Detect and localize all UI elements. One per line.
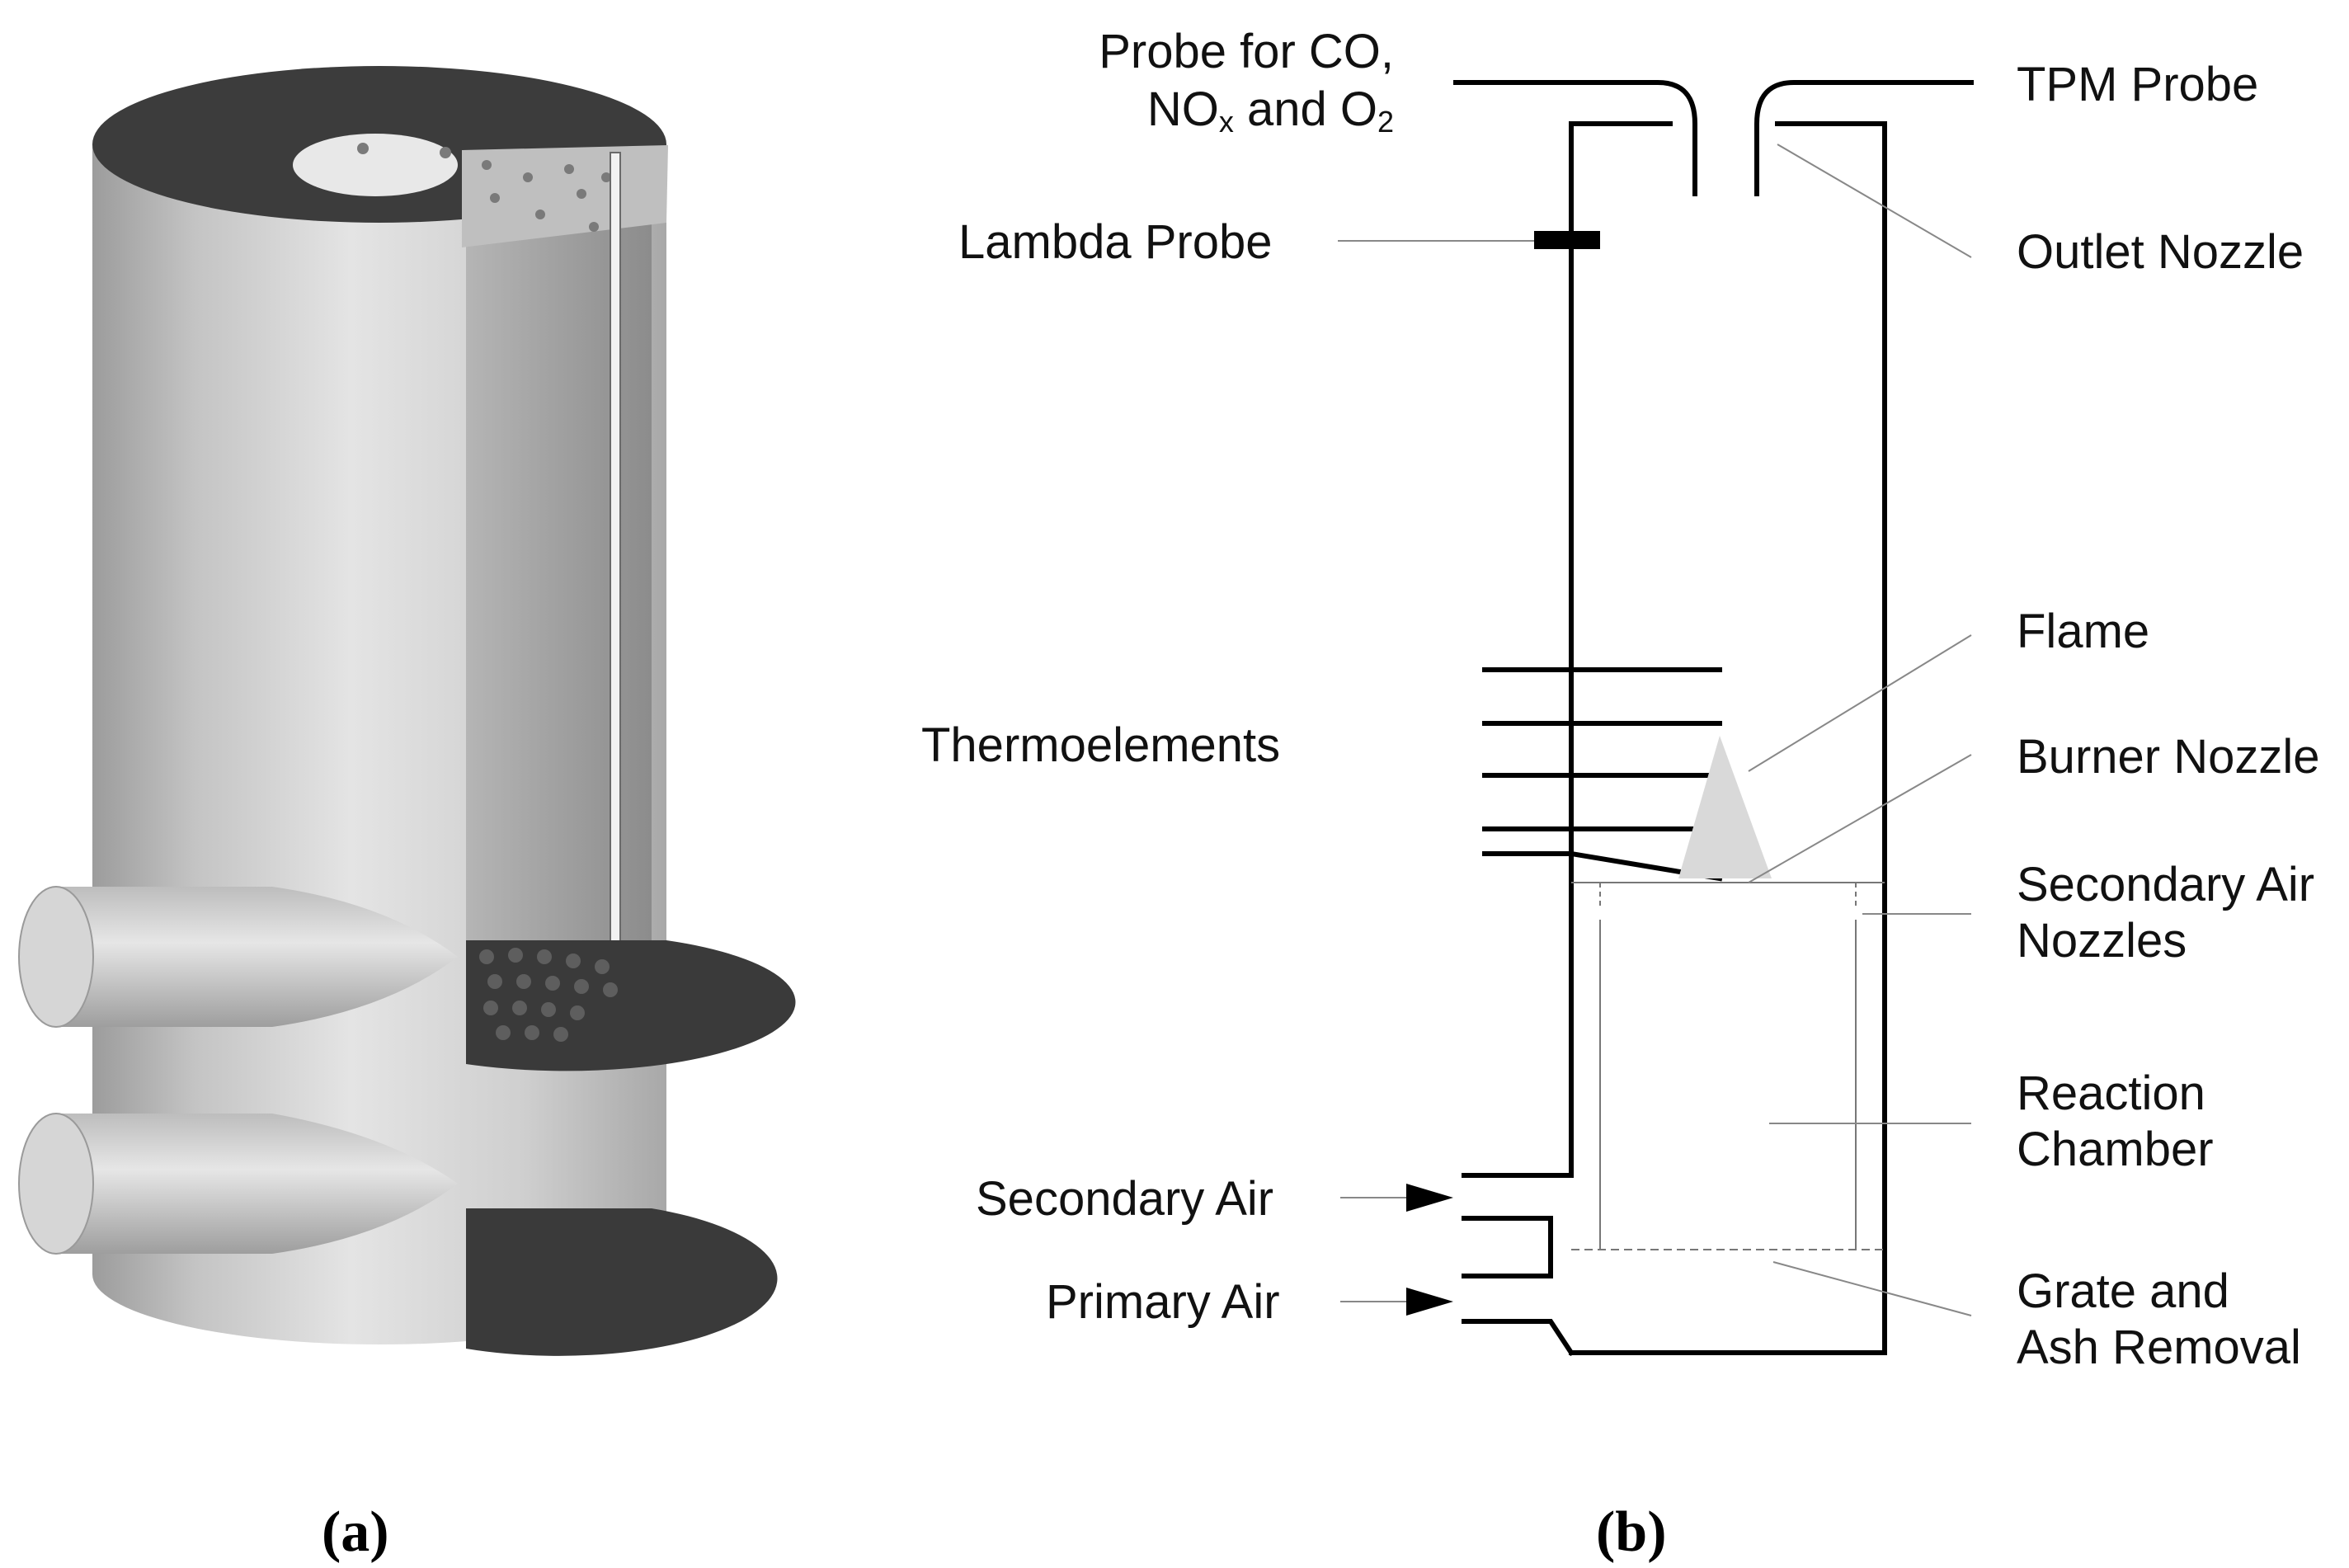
lower-air-inlet-opening [18,1113,94,1255]
label-reaction-chamber-1: Reaction [2017,1067,2205,1120]
thermoelement-5 [1482,851,1723,882]
label-thermoelements: Thermoelements [921,718,1280,772]
upper-air-inlet-pipe [56,887,458,1027]
label-probe-co-and-o: and O [1234,82,1377,136]
lambda-probe-sensor [1534,231,1600,249]
label-tpm-probe: TPM Probe [2017,58,2258,111]
upper-air-inlet-opening [18,886,94,1028]
label-probe-co-line2: NOx and O2 [1147,82,1394,139]
reactor-cutaway-wall [466,148,652,990]
label-burner-nozzle: Burner Nozzle [2017,730,2319,784]
label-probe-co-line1: Probe for CO, [1099,25,1394,78]
gas-probe-tube [1453,80,1697,196]
flame-cone [1678,736,1772,878]
panel-b-caption: (b) [1596,1500,1667,1564]
label-secondary-air-nozzles-1: Secondary Air [2017,858,2314,911]
label-outlet-nozzle: Outlet Nozzle [2017,225,2304,279]
reactor-3d-render [18,66,796,1356]
label-reaction-chamber-2: Chamber [2017,1123,2214,1176]
grate-disc [466,940,796,1071]
label-secondary-air: Secondary Air [976,1172,1273,1226]
label-probe-co-sub-x: x [1219,105,1234,139]
thermoelements [1482,667,1723,882]
reactor-lower-cutaway [466,1208,778,1356]
reactor-schematic [1338,80,1974,1357]
tpm-probe-tube [1754,80,1974,196]
label-secondary-air-nozzles-2: Nozzles [2017,914,2187,968]
lower-air-inlet-pipe [56,1114,458,1254]
label-primary-air: Primary Air [1046,1275,1280,1329]
burner-nozzle-leader [1748,754,1972,883]
grate-holes [479,948,618,1042]
primary-air-duct-bottom [1462,1319,1575,1357]
primary-air-arrowhead [1406,1288,1453,1316]
grate-leader [1772,1261,1972,1316]
label-probe-co-sub-2: 2 [1377,105,1394,139]
outlet-nozzle-leader [1777,144,1972,258]
secondary-air-arrowhead [1406,1184,1453,1212]
thermocouple-rod [610,152,621,966]
label-flame: Flame [2017,605,2149,658]
label-probe-co-no: NO [1147,82,1219,136]
label-grate-2: Ash Removal [2017,1321,2301,1374]
label-grate-1: Grate and [2017,1264,2229,1318]
reactor-outlet-opening [293,134,458,196]
flame-leader [1748,634,1972,772]
secondary-air-duct-bottom [1462,1216,1553,1278]
panel-a-caption: (a) [322,1500,389,1564]
label-lambda-probe: Lambda Probe [958,215,1272,269]
